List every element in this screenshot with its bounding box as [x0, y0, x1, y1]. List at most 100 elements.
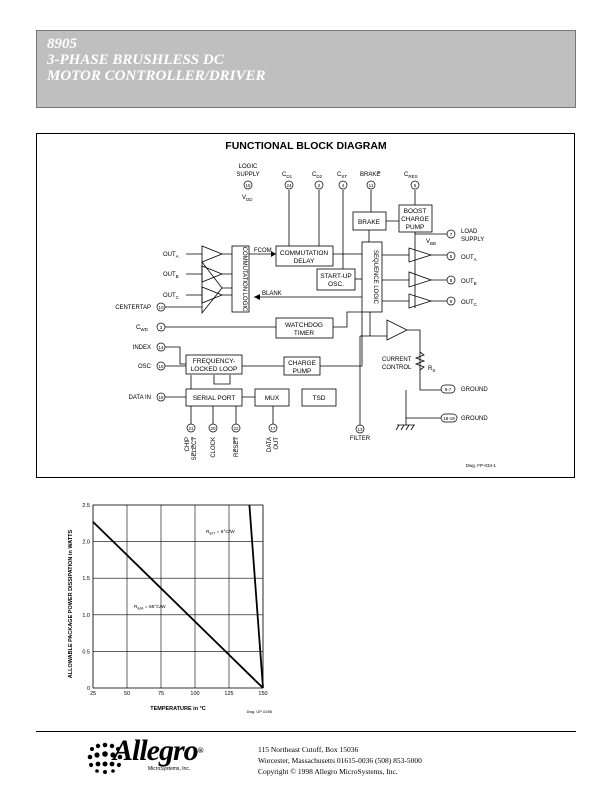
allegro-logo: Allegro® — [113, 734, 204, 767]
fll-label-1: FREQUENCY- — [193, 358, 235, 365]
boost-label-3: PUMP — [406, 224, 425, 231]
pin-clock: 20 — [210, 426, 216, 431]
chart-x-tick: 150 — [258, 691, 267, 697]
chart-y-tick: 1.0 — [82, 613, 90, 619]
sense-resistor — [414, 351, 426, 371]
brake-signal-label: BRAKE — [360, 172, 380, 178]
pin-gnd-1: 6-7 — [445, 387, 452, 392]
chart-drawing-number: Dwg. GP-019B — [247, 710, 273, 714]
cres-label: CRES — [404, 172, 418, 179]
cwd-label: CWD — [136, 325, 149, 332]
boost-label-1: BOOST — [404, 208, 427, 215]
commutation-delay-label-2: DELAY — [294, 258, 315, 265]
current-control-label-2: CONTROL — [382, 365, 412, 371]
chart-y-tick: 0 — [87, 686, 90, 692]
vbb-label: VBB — [426, 239, 436, 246]
startup-label-1: START-UP — [320, 273, 352, 280]
charge-pump-label-1: CHARGE — [288, 360, 316, 367]
brake-label: BRAKE — [358, 219, 381, 226]
reset-label: RESET — [234, 437, 240, 457]
data-in-label: DATA IN — [129, 395, 151, 401]
pin-reset: 22 — [233, 426, 239, 431]
out-c-left-label: OUTC — [163, 293, 180, 300]
cd2-label: CD2 — [312, 172, 323, 179]
centertap-comparator — [201, 260, 223, 315]
footer-copyright: Copyright © 1998 Allegro MicroSystems, I… — [258, 767, 398, 776]
tsd-box — [301, 388, 337, 407]
series-line-rjt — [248, 504, 264, 689]
blank-label: BLANK — [262, 291, 282, 297]
pin-index: 14 — [158, 345, 164, 350]
osc-label: OSC — [138, 364, 152, 370]
watchdog-label-2: TIMER — [294, 330, 315, 337]
sequence-logic-box — [361, 241, 383, 313]
chart-x-tick: 100 — [190, 691, 199, 697]
cst-label: CST — [337, 172, 347, 179]
out-c-label: OUTC — [461, 300, 478, 307]
data-out-label-1: DATA — [267, 437, 273, 452]
part-number: 8905 — [47, 36, 77, 52]
pin-filter: 13 — [357, 427, 363, 432]
watchdog-label-1: WATCHDOG — [285, 322, 323, 329]
pin-gnd-2: 18-19 — [443, 416, 455, 421]
load-supply-label-1: LOAD — [461, 229, 478, 235]
pin-cd1: 24 — [286, 183, 292, 188]
chip-select-label-2: SELECT — [192, 437, 198, 461]
serial-port-box — [185, 388, 243, 407]
series-label-rja: RθJA = 55°C/W — [134, 604, 166, 611]
functional-block-diagram-frame — [36, 133, 575, 478]
ground-symbol — [395, 424, 415, 431]
chart-y-axis-label: ALLOWABLE PACKAGE POWER DISSIPATION in W… — [68, 529, 74, 678]
commutation-logic-box — [231, 245, 250, 313]
ground-label-1: GROUND — [461, 387, 488, 393]
chart-x-tick: 25 — [90, 691, 96, 697]
chart-y-tick: 2.5 — [82, 503, 90, 509]
title-line-2: MOTOR CONTROLLER/DRIVER — [47, 68, 266, 84]
pin-cs: 21 — [188, 426, 194, 431]
title-banner: 8905 3-PHASE BRUSHLESS DC MOTOR CONTROLL… — [36, 30, 576, 108]
cd1-label: CD1 — [282, 172, 293, 179]
pin-cd2: 2 — [318, 183, 321, 188]
pin-data-out: 17 — [270, 426, 276, 431]
pin-cwd: 3 — [160, 325, 163, 330]
startup-osc-box — [316, 268, 356, 291]
boost-label-2: CHARGE — [401, 216, 429, 223]
series-label-rjt: RθJT = 6°C/W — [206, 529, 235, 536]
mux-box — [254, 388, 290, 407]
commutation-logic-label: COMMUTATION LOGIC — [241, 247, 247, 312]
pin-cst: 4 — [342, 183, 345, 188]
filter-label: FILTER — [350, 436, 371, 442]
chip-select-label-1: CHIP — [185, 437, 191, 451]
vdd-label: VDD — [242, 195, 253, 202]
pin-data-in: 18 — [158, 395, 164, 400]
pin-brake: 11 — [369, 183, 374, 188]
chart-x-tick: 75 — [158, 691, 164, 697]
charge-pump-label-2: PUMP — [293, 368, 312, 375]
footer-address-2: Worcester, Massachusetts 01615-0036 (508… — [258, 756, 422, 765]
logic-supply-label-2: SUPPLY — [236, 172, 259, 178]
out-b-left-label: OUTB — [163, 272, 179, 279]
commutation-delay-box — [275, 245, 334, 267]
footer-rule — [36, 731, 576, 732]
blank-arrow — [254, 294, 260, 300]
serial-port-label: SERIAL PORT — [193, 395, 236, 402]
pin-osc: 16 — [158, 364, 164, 369]
boost-charge-pump-box — [398, 204, 433, 233]
chart-y-tick: 0.5 — [82, 649, 90, 655]
chart-x-axis-label: TEMPERATURE in °C — [150, 706, 206, 712]
startup-label-2: OSC. — [328, 281, 344, 288]
diagram-drawing-number: Dwg. FP-034-1 — [466, 463, 497, 468]
index-label: INDEX — [133, 345, 151, 351]
title-line-1: 3-PHASE BRUSHLESS DC — [47, 52, 224, 68]
pin-cres: 6 — [414, 183, 417, 188]
out-a-label: OUTA — [461, 255, 477, 262]
diagram-title: FUNCTIONAL BLOCK DIAGRAM — [225, 140, 387, 152]
fll-box — [185, 354, 243, 375]
chart-y-tick: 2.0 — [82, 540, 90, 546]
centertap-label: CENTERTAP — [115, 305, 151, 311]
driver-b — [408, 271, 433, 288]
pin-load: 7 — [450, 232, 453, 237]
